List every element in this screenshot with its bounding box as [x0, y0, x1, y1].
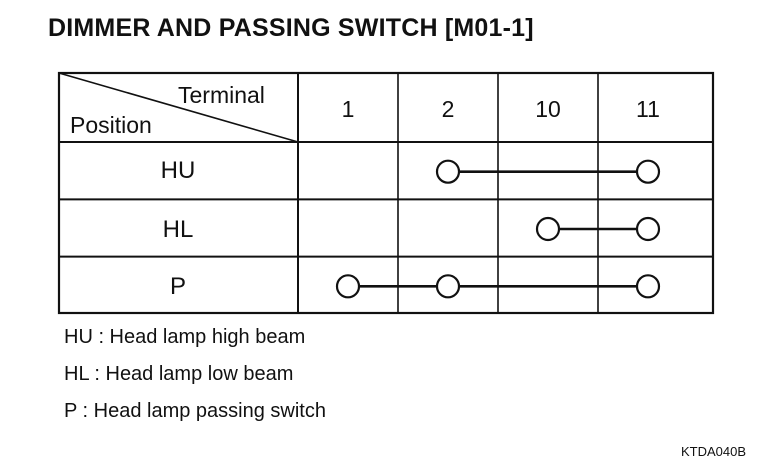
terminal-label: 11	[636, 96, 660, 122]
legend-item: HL : Head lamp low beam	[64, 363, 294, 385]
table-grid	[57, 71, 715, 315]
terminal-connection-circle	[635, 159, 661, 184]
terminal-connection-circle	[635, 274, 661, 299]
header-diagonal	[58, 72, 299, 143]
terminal-label: 2	[441, 96, 455, 122]
terminal-label: 10	[535, 96, 561, 122]
table-border	[57, 71, 715, 315]
header-terminal: Terminal	[178, 82, 265, 108]
position-label-p: P	[169, 273, 186, 300]
terminal-label: 1	[341, 96, 355, 122]
position-label-hu: HU	[160, 157, 196, 184]
header-position: Position	[70, 112, 152, 138]
legend: HU : Head lamp high beam HL : Head lamp …	[64, 326, 326, 437]
diagram-title: DIMMER AND PASSING SWITCH [M01-1]	[48, 14, 534, 42]
switch-continuity-table: Terminal Position 1 2 10 11 HU HL P	[57, 71, 715, 315]
terminal-connection-circle	[435, 159, 461, 184]
terminal-connection-circle	[335, 274, 361, 299]
legend-item: HU : Head lamp high beam	[64, 326, 306, 348]
terminal-connection-circle	[535, 216, 561, 242]
legend-item: P : Head lamp passing switch	[64, 400, 326, 422]
figure-code: KTDA040B	[680, 444, 746, 459]
terminal-connection-circle	[635, 216, 661, 242]
terminal-connection-circle	[435, 274, 461, 299]
position-label-hl: HL	[162, 216, 194, 243]
